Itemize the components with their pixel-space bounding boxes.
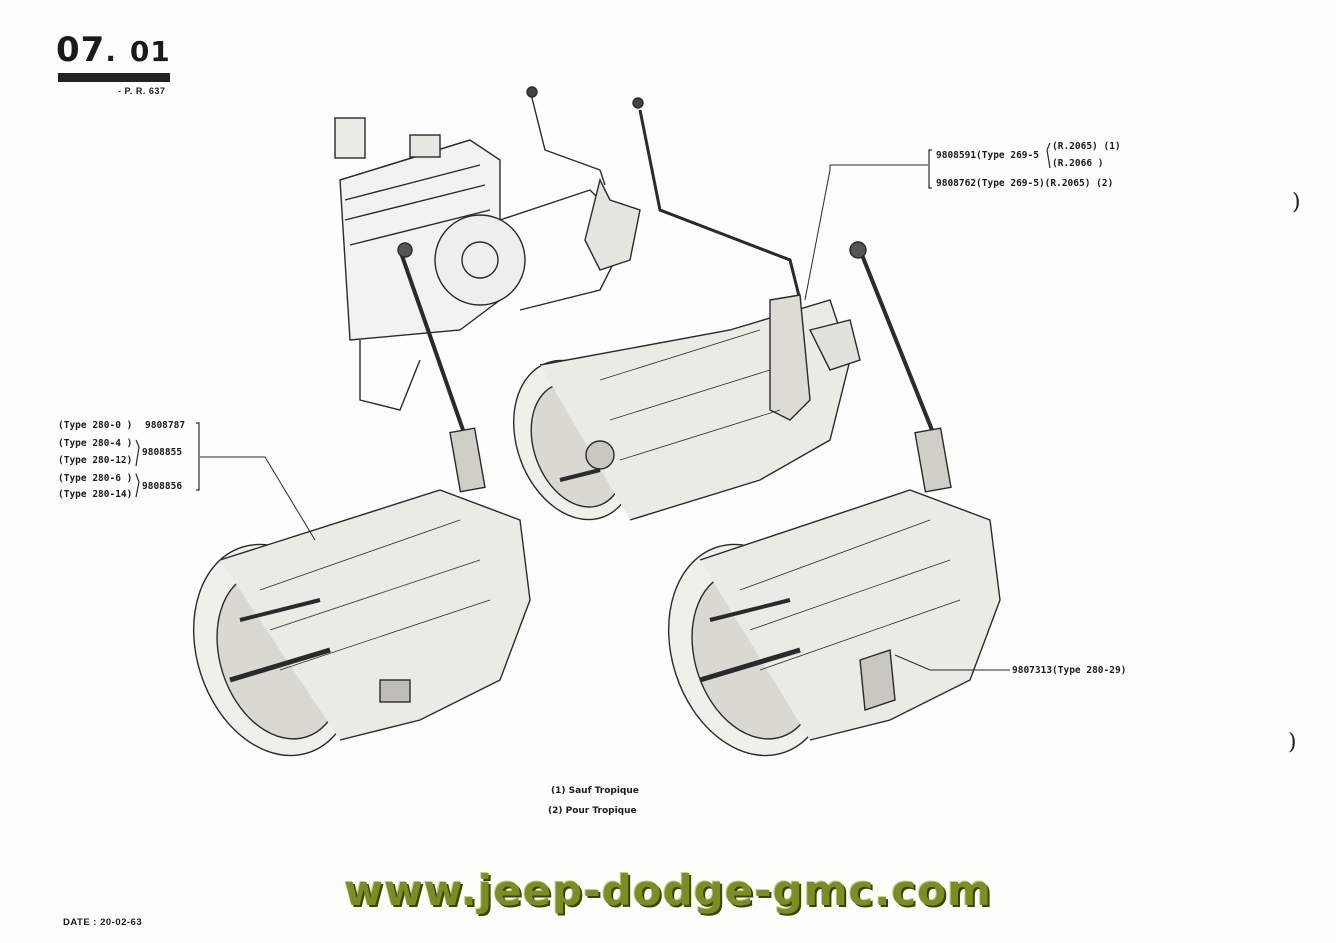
top-right-line1-ref-b: (R.2066 ): [1052, 158, 1104, 169]
note-sauf-tropique: (1) Sauf Tropique: [551, 786, 639, 796]
leader-top-right: [804, 164, 928, 301]
page-code-main: 07: [56, 30, 106, 70]
top-right-line1-ref-a: (R.2065) (1): [1052, 141, 1121, 152]
page-code-sub: 01: [129, 35, 171, 68]
left-row3a-type: (Type 280-6 ): [58, 473, 133, 484]
header-rule: [58, 73, 170, 82]
binder-mark-bottom: ): [1288, 730, 1297, 755]
leader-right: [894, 654, 1010, 671]
pr-reference: - P. R. 637: [118, 86, 166, 96]
page-code-sep: .: [105, 35, 117, 68]
left-row3b-type: (Type 280-14): [58, 489, 133, 500]
brace-left: [196, 422, 200, 491]
right-label: 9807313(Type 280-29): [1012, 665, 1127, 676]
top-right-line1-part: 9808591(Type 269-5: [936, 150, 1039, 161]
left-row3-part: 9808856: [142, 481, 183, 492]
left-row2b-type: (Type 280-12): [58, 455, 133, 466]
top-right-line2: 9808762(Type 269-5)(R.2065) (2): [936, 178, 1114, 189]
right-gearbox-drawing: [667, 241, 1001, 757]
note-pour-tropique: (2) Pour Tropique: [548, 806, 637, 816]
left-row2a-type: (Type 280-4 ): [58, 438, 133, 449]
engine-drawing: [334, 86, 641, 411]
leader-left: [200, 456, 316, 541]
left-gearbox-drawing: [192, 242, 531, 757]
watermark: www.jeep-dodge-gmc.com: [344, 866, 992, 915]
left-row1-part: 9808787: [145, 420, 186, 431]
left-row2-part: 9808855: [142, 447, 183, 458]
binder-mark-top: ): [1292, 190, 1301, 215]
brace-top-right: [928, 149, 932, 189]
date-label: DATE : 20-02-63: [63, 917, 143, 928]
page-code: 07. 01: [56, 30, 171, 70]
left-row1-type: (Type 280-0 ): [58, 420, 133, 431]
center-gearbox-drawing: [513, 97, 861, 521]
